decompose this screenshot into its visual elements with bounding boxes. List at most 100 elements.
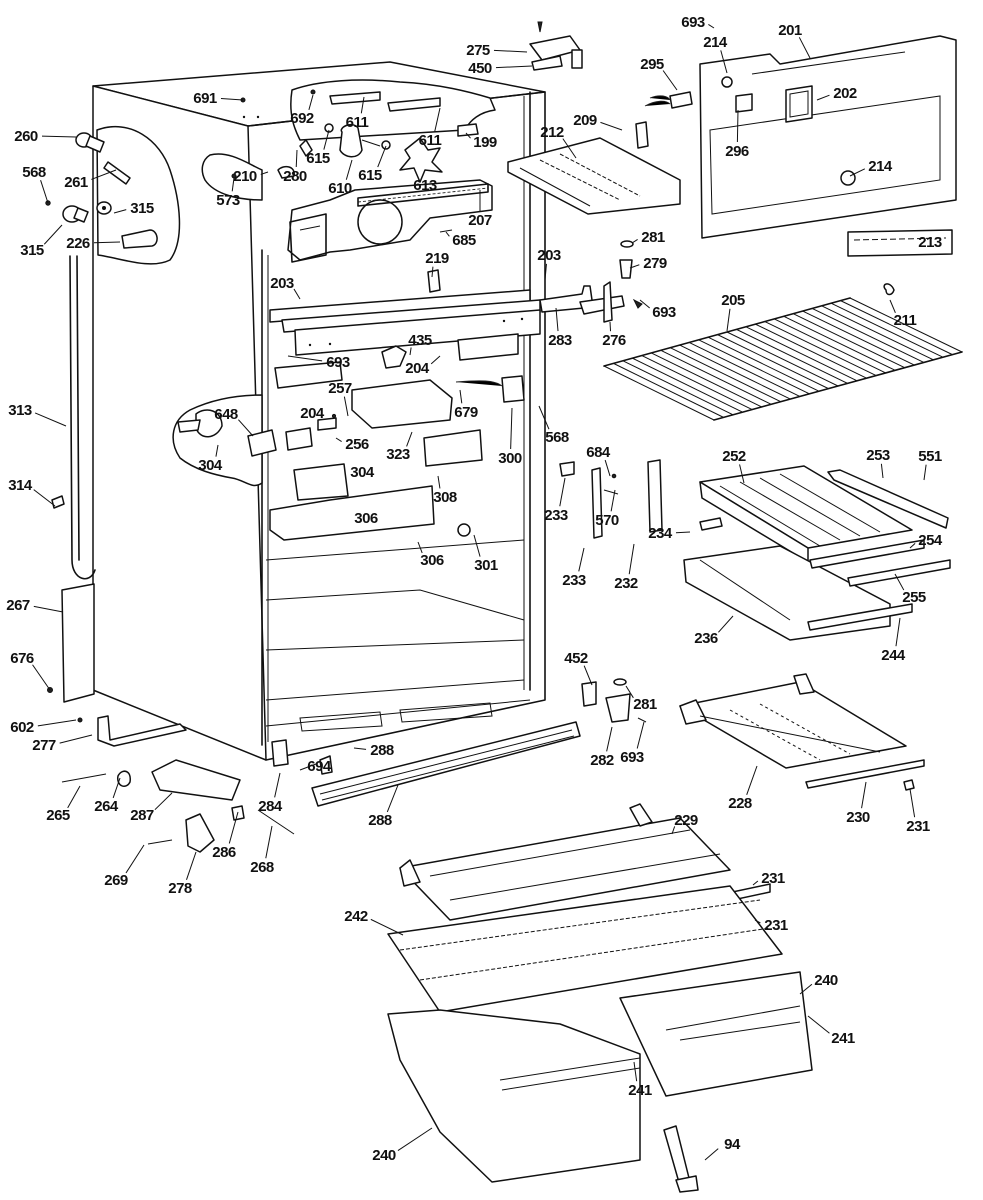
part-number-label: 269 xyxy=(104,872,128,889)
leader-line xyxy=(625,685,634,699)
part-number-label: 228 xyxy=(728,795,752,812)
drain-tube xyxy=(51,255,96,580)
callout-201: 201 xyxy=(778,22,811,59)
callout-296: 296 xyxy=(725,109,749,160)
callout-613: 613 xyxy=(413,177,437,194)
callout-308: 308 xyxy=(433,475,457,506)
callout-304: 304 xyxy=(350,464,375,481)
part-number-label: 203 xyxy=(270,275,294,292)
part-number-label: 257 xyxy=(328,380,352,397)
shelf-wire xyxy=(641,355,753,410)
part-number-label: 240 xyxy=(814,972,838,989)
callout-281: 281 xyxy=(631,229,665,246)
callout-254: 254 xyxy=(909,532,943,549)
part-number-label: 301 xyxy=(474,557,498,574)
part-number-label: 568 xyxy=(22,164,46,181)
callout-692: 692 xyxy=(290,94,314,127)
callout-207: 207 xyxy=(468,190,492,229)
callout-691: 691 xyxy=(193,90,244,107)
callout-278: 278 xyxy=(168,851,197,897)
leader-line xyxy=(406,431,413,447)
part-number-label: 313 xyxy=(8,402,32,419)
leader-line xyxy=(465,132,471,139)
callout-228: 228 xyxy=(728,765,758,812)
leader-line xyxy=(308,94,314,111)
callout-306: 306 xyxy=(354,510,378,527)
part-number-label: 611 xyxy=(419,132,442,149)
callout-261: 261 xyxy=(64,169,117,191)
leader-line xyxy=(260,171,269,175)
part-number-label: 679 xyxy=(454,404,478,421)
glass-shelf-228 xyxy=(679,673,925,791)
callout-573: 573 xyxy=(216,177,240,209)
part-number-label: 692 xyxy=(290,110,314,127)
callout-269: 269 xyxy=(104,844,145,889)
callout-233: 233 xyxy=(562,547,586,589)
part-number-label: 242 xyxy=(344,908,368,925)
callout-240: 240 xyxy=(799,972,838,995)
callout-615: 615 xyxy=(358,145,387,184)
leader-line xyxy=(671,826,676,835)
leader-line xyxy=(34,412,67,427)
leader-line xyxy=(606,726,613,752)
part-number-label: 568 xyxy=(545,429,569,446)
callout-568: 568 xyxy=(538,405,569,446)
leader-line xyxy=(113,209,127,214)
freezer-shelf-212 xyxy=(507,137,681,215)
part-number-label: 204 xyxy=(300,405,325,422)
callout-304: 304 xyxy=(198,444,223,474)
callout-280: 280 xyxy=(283,149,307,185)
leader-line xyxy=(799,983,813,995)
part-number-label: 282 xyxy=(590,752,614,769)
leader-line xyxy=(923,464,927,481)
part-number-label: 260 xyxy=(14,128,38,145)
leader-line xyxy=(231,177,235,192)
leader-line xyxy=(816,94,830,101)
callout-255: 255 xyxy=(894,573,926,606)
part-number-label: 602 xyxy=(10,719,34,736)
callout-199: 199 xyxy=(465,132,497,151)
callout-268: 268 xyxy=(250,825,274,876)
leader-line xyxy=(265,825,273,859)
callout-283: 283 xyxy=(548,307,572,349)
part-number-label: 244 xyxy=(881,647,906,664)
shelf-wire xyxy=(802,310,915,366)
shelf-wire xyxy=(811,308,925,363)
shelf-wire xyxy=(764,321,877,376)
part-number-label: 234 xyxy=(648,525,673,542)
part-number-label: 278 xyxy=(168,880,192,897)
part-number-label: 231 xyxy=(761,870,785,887)
shelf-wire xyxy=(793,313,905,369)
part-number-label: 573 xyxy=(216,192,240,209)
callout-202: 202 xyxy=(816,85,857,102)
part-number-label: 296 xyxy=(725,143,749,160)
part-number-label: 648 xyxy=(214,406,238,423)
leader-line xyxy=(609,321,612,332)
callout-281: 281 xyxy=(625,685,657,713)
leader-line xyxy=(238,419,254,437)
part-number-label: 295 xyxy=(640,56,664,73)
leader-line xyxy=(538,405,550,430)
leader-line xyxy=(360,96,365,114)
callout-568: 568 xyxy=(22,164,49,204)
leader-line xyxy=(32,664,51,691)
part-number-label: 268 xyxy=(250,859,274,876)
callout-265: 265 xyxy=(46,785,81,824)
callout-210: 210 xyxy=(233,168,269,185)
leader-line xyxy=(430,355,441,365)
leader-line xyxy=(909,788,916,818)
part-number-label: 214 xyxy=(868,158,893,175)
part-number-label: 693 xyxy=(681,14,705,31)
part-number-label: 199 xyxy=(473,134,497,151)
callout-236: 236 xyxy=(694,615,734,647)
callout-214: 214 xyxy=(703,34,728,74)
wire-shelf-205 xyxy=(603,297,963,421)
part-number-label: 694 xyxy=(307,758,332,775)
callout-231: 231 xyxy=(752,870,785,887)
wire-harness xyxy=(635,91,693,149)
callout-287: 287 xyxy=(130,792,173,824)
leader-line xyxy=(633,1061,638,1082)
callout-694: 694 xyxy=(307,758,332,775)
leader-line xyxy=(559,477,566,507)
callout-288: 288 xyxy=(353,742,394,759)
